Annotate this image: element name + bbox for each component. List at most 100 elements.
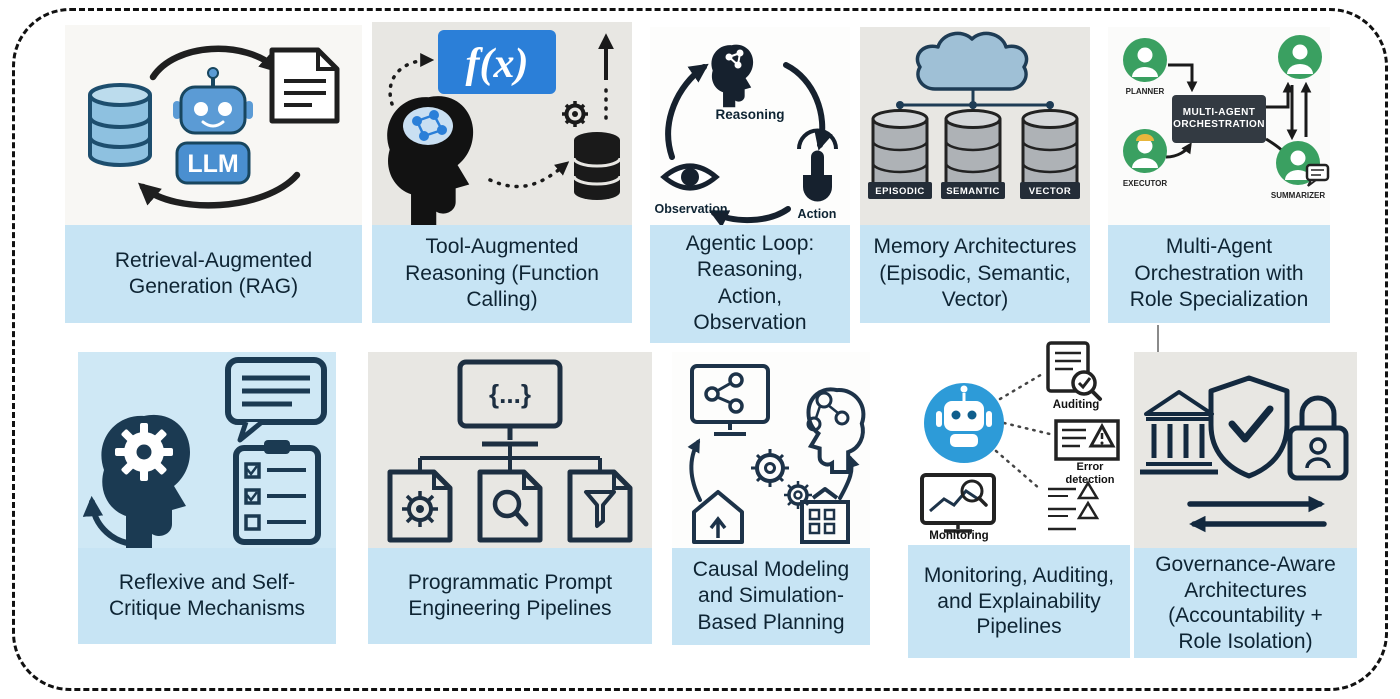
multi-agent-illustration: MULTI-AGENT ORCHESTRATION PLANNER EXECUT… bbox=[1108, 27, 1330, 225]
reflexive-icon-scene bbox=[82, 357, 327, 548]
executor-avatar-icon bbox=[1123, 129, 1167, 173]
exchange-arrows-icon bbox=[1187, 495, 1327, 533]
card-prompt-engineering: {...} bbox=[368, 352, 652, 644]
speech-bubble-icon bbox=[225, 357, 327, 443]
auditing-label: Auditing bbox=[1052, 399, 1100, 411]
bank-icon bbox=[1140, 390, 1218, 475]
card-label: Causal Modeling and Simulation-Based Pla… bbox=[672, 548, 870, 645]
planner-avatar-icon bbox=[1123, 38, 1167, 82]
brain-icon bbox=[403, 107, 453, 145]
monitoring-icon-scene bbox=[920, 341, 1120, 533]
monitoring-label: Monitoring bbox=[929, 530, 989, 542]
card-label: Governance-Aware Architectures (Accounta… bbox=[1134, 548, 1357, 659]
pipeline-tree-lines bbox=[418, 444, 602, 472]
reflexive-illustration bbox=[78, 352, 336, 548]
robot-icon bbox=[173, 67, 253, 135]
governance-illustration bbox=[1134, 352, 1357, 548]
head-gear-icon bbox=[101, 414, 190, 548]
rag-icon-scene: LLM bbox=[88, 45, 340, 209]
orchestration-hub-box bbox=[1172, 95, 1266, 143]
agent-avatar-icon bbox=[1278, 35, 1322, 79]
orchestration-arrows-icon bbox=[1165, 63, 1312, 160]
card-monitoring-auditing: Auditing Error detection Monitoring Moni… bbox=[908, 337, 1130, 658]
dotted-arrows-icon bbox=[388, 33, 614, 189]
gear-icon bbox=[562, 101, 588, 127]
auditing-document-icon bbox=[1046, 341, 1102, 401]
card-label: Reflexive and Self-Critique Mechanisms bbox=[78, 548, 336, 644]
card-label: Retrieval-Augmented Generation (RAG) bbox=[65, 225, 362, 323]
governance-icon-scene bbox=[1140, 375, 1349, 533]
card-multi-agent-orchestration: MULTI-AGENT ORCHESTRATION PLANNER EXECUT… bbox=[1108, 27, 1330, 323]
reasoning-head-icon bbox=[711, 44, 754, 108]
dotted-links bbox=[994, 371, 1056, 491]
error-detection-label: Error detection bbox=[1065, 461, 1115, 486]
code-monitor-icon: {...} bbox=[457, 359, 563, 447]
multi-agent-icon-scene bbox=[1123, 35, 1330, 187]
document-icon bbox=[269, 47, 340, 124]
monitoring-illustration: Auditing Error detection Monitoring bbox=[908, 337, 1130, 545]
prompt-pipeline-icon-scene: {...} bbox=[387, 359, 633, 543]
semantic-badge: SEMANTIC bbox=[941, 182, 1005, 199]
vector-badge-text: VECTOR bbox=[1029, 186, 1071, 197]
llm-badge: LLM bbox=[175, 141, 251, 185]
card-label: Multi-Agent Orchestration with Role Spec… bbox=[1108, 225, 1330, 323]
checklist-clipboard-icon bbox=[233, 440, 321, 545]
prompt-pipeline-illustration: {...} bbox=[368, 352, 652, 548]
card-tool-augmented-reasoning: f(x) bbox=[372, 22, 632, 323]
tool-reasoning-icon-scene: f(x) bbox=[387, 30, 622, 225]
dashed-border bbox=[12, 8, 1388, 691]
rag-illustration: LLM bbox=[65, 25, 362, 225]
fx-text: f(x) bbox=[466, 41, 529, 87]
head-silhouette-icon bbox=[387, 96, 474, 225]
llm-badge-text: LLM bbox=[187, 150, 238, 178]
observation-label: Observation bbox=[654, 202, 728, 216]
vector-badge: VECTOR bbox=[1020, 182, 1080, 199]
memory-illustration: EPISODIC SEMANTIC VECTOR bbox=[860, 27, 1090, 225]
filter-document-icon bbox=[567, 469, 633, 543]
robot-icon bbox=[924, 383, 1004, 463]
database-icon bbox=[88, 83, 152, 167]
causal-modeling-illustration bbox=[672, 352, 870, 548]
card-agentic-loop: Reasoning Observation Action Agentic Loo… bbox=[650, 27, 850, 343]
card-governance-architectures: Governance-Aware Architectures (Accounta… bbox=[1134, 352, 1357, 659]
card-memory-architectures: EPISODIC SEMANTIC VECTOR Memory Architec… bbox=[860, 27, 1090, 323]
hub-label: MULTI-AGENT ORCHESTRATION bbox=[1173, 106, 1265, 131]
agentic-loop-illustration: Reasoning Observation Action bbox=[650, 27, 850, 225]
card-label: Memory Architectures (Episodic, Semantic… bbox=[860, 225, 1090, 323]
search-document-icon bbox=[477, 469, 543, 543]
card-reflexive-self-critique: Reflexive and Self-Critique Mechanisms bbox=[78, 352, 336, 644]
network-monitor-icon bbox=[690, 364, 770, 436]
executor-label: EXECUTOR bbox=[1122, 179, 1168, 188]
episodic-badge: EPISODIC bbox=[868, 182, 932, 199]
memory-icon-scene: EPISODIC SEMANTIC VECTOR bbox=[868, 31, 1080, 199]
gear-icon bbox=[115, 423, 173, 481]
tool-reasoning-illustration: f(x) bbox=[372, 22, 632, 225]
causal-arrows-icon bbox=[687, 438, 860, 502]
chat-bubble-icon bbox=[1305, 163, 1330, 187]
observation-eye-icon bbox=[660, 163, 720, 191]
house-arrow-icon bbox=[692, 490, 744, 544]
action-tap-hand-icon bbox=[797, 128, 838, 202]
cloud-icon bbox=[915, 31, 1029, 91]
card-label: Monitoring, Auditing, and Explainability… bbox=[908, 545, 1130, 658]
function-box: f(x) bbox=[438, 30, 556, 94]
action-label: Action bbox=[797, 207, 837, 221]
lock-person-icon bbox=[1287, 395, 1349, 481]
planner-label: PLANNER bbox=[1125, 87, 1165, 96]
card-rag: LLM Retrieval-Augmented Generation (RAG) bbox=[65, 25, 362, 323]
reasoning-label: Reasoning bbox=[715, 107, 785, 122]
connector-line bbox=[1157, 325, 1159, 352]
building-icon bbox=[800, 487, 850, 544]
vector-database-icon bbox=[1021, 109, 1079, 198]
shield-check-icon bbox=[1208, 375, 1290, 479]
loop-arrows-icon bbox=[665, 62, 833, 225]
card-causal-modeling: Causal Modeling and Simulation-Based Pla… bbox=[672, 352, 870, 645]
card-label: Programmatic Prompt Engineering Pipeline… bbox=[368, 548, 652, 644]
log-warnings-icon bbox=[1048, 480, 1100, 531]
monitoring-chart-icon bbox=[920, 473, 996, 533]
black-database-icon bbox=[572, 132, 622, 200]
card-label: Tool-Augmented Reasoning (Function Calli… bbox=[372, 225, 632, 323]
cycle-arrows-icon bbox=[138, 45, 301, 209]
episodic-badge-text: EPISODIC bbox=[875, 186, 924, 197]
